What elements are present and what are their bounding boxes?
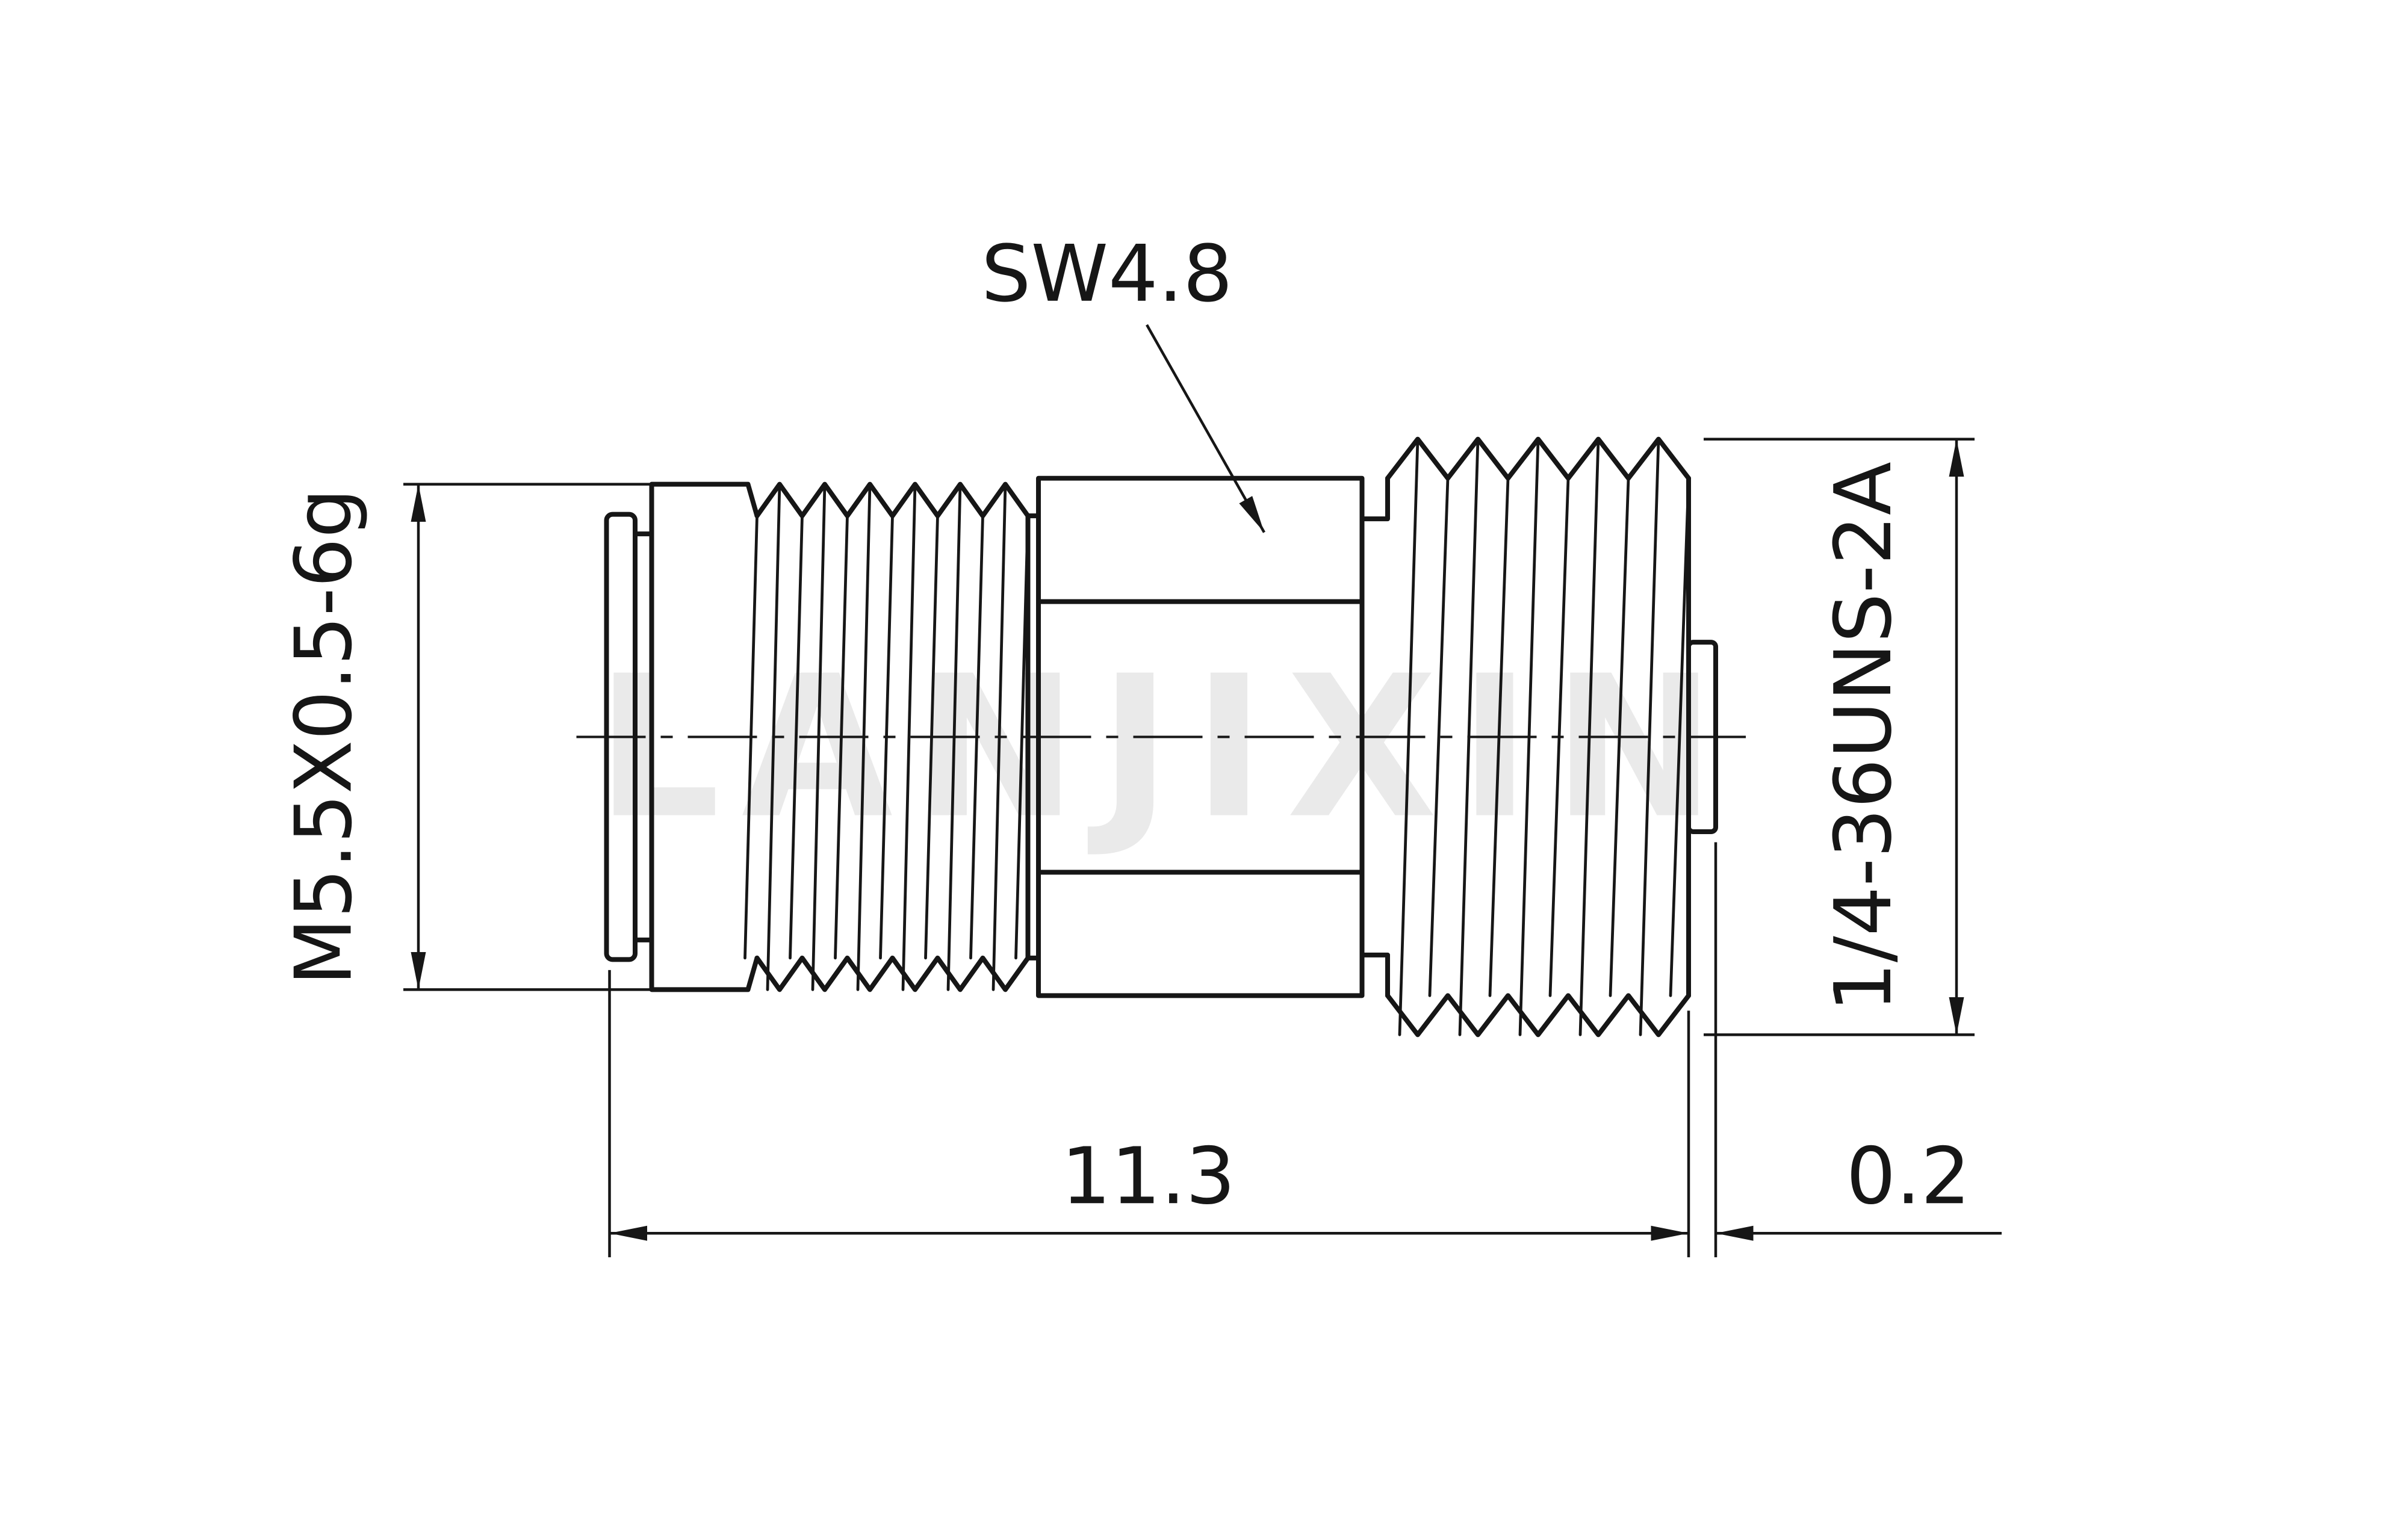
dimension-lines [411, 324, 2002, 1241]
right-thread-helix-lines [1398, 438, 1690, 1036]
right-thread-label: 1/4-36UNS-2A [1817, 462, 1909, 1012]
left-threads [743, 481, 1031, 992]
right-thread-crest-bottom [1385, 993, 1691, 1038]
left-coupling-body [604, 481, 1041, 992]
hex-section [1036, 475, 1390, 998]
left-thread-crest-bottom [754, 955, 1031, 992]
extension-lines [403, 438, 1975, 1258]
neck-groove [633, 531, 654, 942]
hex-size-label: SW4.8 [981, 228, 1233, 320]
overall-length-label: 11.3 [1061, 1130, 1235, 1222]
hex-body [1036, 475, 1365, 998]
watermark: LANJIXIN [596, 634, 1737, 862]
protrusion-length-label: 0.2 [1846, 1130, 1971, 1222]
right-interface-pin [1686, 640, 1718, 834]
left-thread-helix-lines [743, 483, 1029, 991]
dimension-labels: SW4.8 M5.5X0.5-6g 1/4-36UNS-2A 11.3 0.2 [278, 228, 1970, 1222]
right-threads [1385, 436, 1691, 1038]
hex-leader-line [1146, 324, 1265, 533]
left-thread-label: M5.5X0.5-6g [278, 488, 369, 985]
shank-outline [649, 481, 1041, 992]
front-rim [604, 512, 638, 962]
hex-flat-lines [1036, 599, 1365, 875]
thread-relief-groove [1359, 475, 1390, 998]
left-thread-crest-top [754, 481, 1031, 519]
